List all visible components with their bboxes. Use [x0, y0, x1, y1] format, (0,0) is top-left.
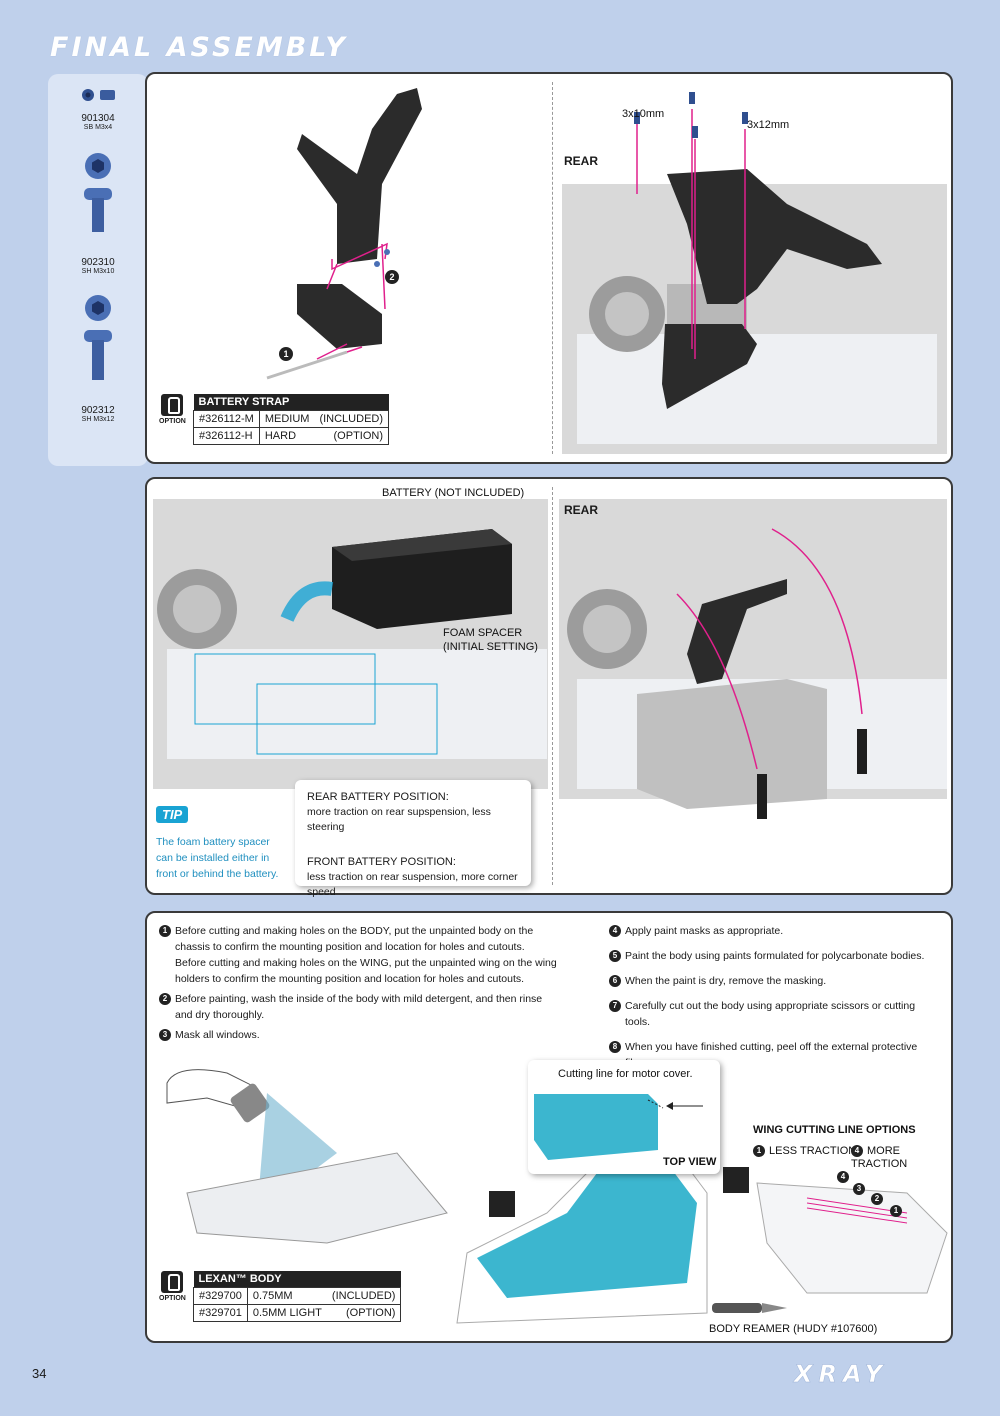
part-code: 902312 [81, 405, 115, 416]
part-code: 901304 [81, 113, 115, 124]
motor-cover-illustration [534, 1094, 703, 1160]
table-title: BATTERY STRAP [193, 394, 389, 411]
rear-label: REAR [564, 154, 599, 168]
part-code: 902310 [81, 257, 115, 268]
motor-cover-top-view: Cutting line for motor cover. TOP VIEW [528, 1060, 720, 1174]
part-item: 902310 SH M3x10 [48, 152, 148, 276]
table-row: #329701 0.5MM LIGHT (OPTION) [193, 1304, 402, 1322]
rear-position-title: REAR BATTERY POSITION: [307, 791, 449, 803]
battery-label: BATTERY (NOT INCLUDED) [382, 487, 525, 499]
wing-cut-marker: 4 [837, 1171, 853, 1184]
rear-label: REAR [564, 503, 599, 517]
motor-cover-label: Cutting line for motor cover. [558, 1068, 693, 1080]
table-row: #329700 0.75MM (INCLUDED) [193, 1287, 402, 1305]
table-row: #326112-H HARD (OPTION) [193, 427, 390, 445]
wing-cut-marker: 2 [871, 1193, 887, 1206]
table-title: LEXAN™ BODY [193, 1271, 401, 1288]
body-reamer-label: BODY REAMER (HUDY #107600) [709, 1323, 878, 1335]
xray-logo-mark: XRAY [792, 1360, 888, 1389]
table-row: #326112-M MEDIUM (INCLUDED) [193, 410, 390, 428]
part-desc: SH M3x10 [81, 268, 115, 275]
svg-text:XRAY: XRAY [792, 1360, 888, 1388]
battery-position-illustration [153, 499, 947, 819]
battery-position-panel: BATTERY (NOT INCLUDED) FOAM SPACER (INIT… [145, 477, 953, 895]
step-marker: 2 [385, 270, 403, 284]
battery-strap-option-table: BATTERY STRAP #326112-M MEDIUM (INCLUDED… [193, 394, 390, 445]
battery-position-callout: REAR BATTERY POSITION: more traction on … [295, 780, 531, 898]
panel-divider [552, 487, 553, 885]
tip-text: The foam battery spacer can be installed… [156, 836, 279, 880]
body-painting-illustration [166, 1069, 948, 1324]
step-marker: 1 [279, 347, 297, 361]
page-number: 34 [32, 1366, 47, 1381]
screw-label-3x12: 3x12mm [747, 119, 790, 131]
panel-divider [552, 82, 553, 454]
page-title: FINAL ASSEMBLY [50, 32, 348, 63]
part-item: 901304 SB M3x4 [48, 86, 148, 132]
parts-list: 901304 SB M3x4 902310 SH M3x10 902312 SH… [48, 74, 148, 466]
xray-logo: XRAY [790, 1360, 960, 1393]
lexan-body-option-table: LEXAN™ BODY #329700 0.75MM (INCLUDED) #3… [193, 1271, 402, 1322]
thumbs-up-icon [161, 394, 183, 416]
screw-label-3x10: 3x10mm [622, 108, 665, 120]
wing-cut-marker: 1 [890, 1205, 906, 1218]
rear-position-text: more traction on rear supspension, less … [307, 806, 491, 833]
part-desc: SB M3x4 [83, 124, 113, 131]
front-position-text: less traction on rear suspension, more c… [307, 871, 518, 898]
battery-strap-panel: 1 2 3x10mm 3x12mm REAR OPTION BATTERY ST… [145, 72, 953, 464]
wing-options-title: WING CUTTING LINE OPTIONS [753, 1124, 916, 1136]
socket-head-screw-icon [84, 153, 112, 232]
socket-head-screw-icon [84, 295, 112, 380]
part-item: 902312 SH M3x12 [48, 294, 148, 424]
option-badge: OPTION [159, 394, 186, 425]
option-badge: OPTION [159, 1271, 186, 1302]
front-position-title: FRONT BATTERY POSITION: [307, 856, 456, 868]
part-desc: SH M3x12 [81, 416, 115, 423]
thumbs-up-icon [161, 1271, 183, 1293]
wing-cut-marker: 3 [853, 1183, 869, 1196]
foam-spacer-label: FOAM SPACER [443, 627, 523, 639]
top-view-label: TOP VIEW [663, 1156, 717, 1168]
button-screw-icon [82, 89, 115, 101]
battery-strap-illustration [266, 88, 947, 454]
foam-spacer-note: (INITIAL SETTING) [443, 641, 538, 653]
tip-badge: TIP [156, 806, 189, 824]
